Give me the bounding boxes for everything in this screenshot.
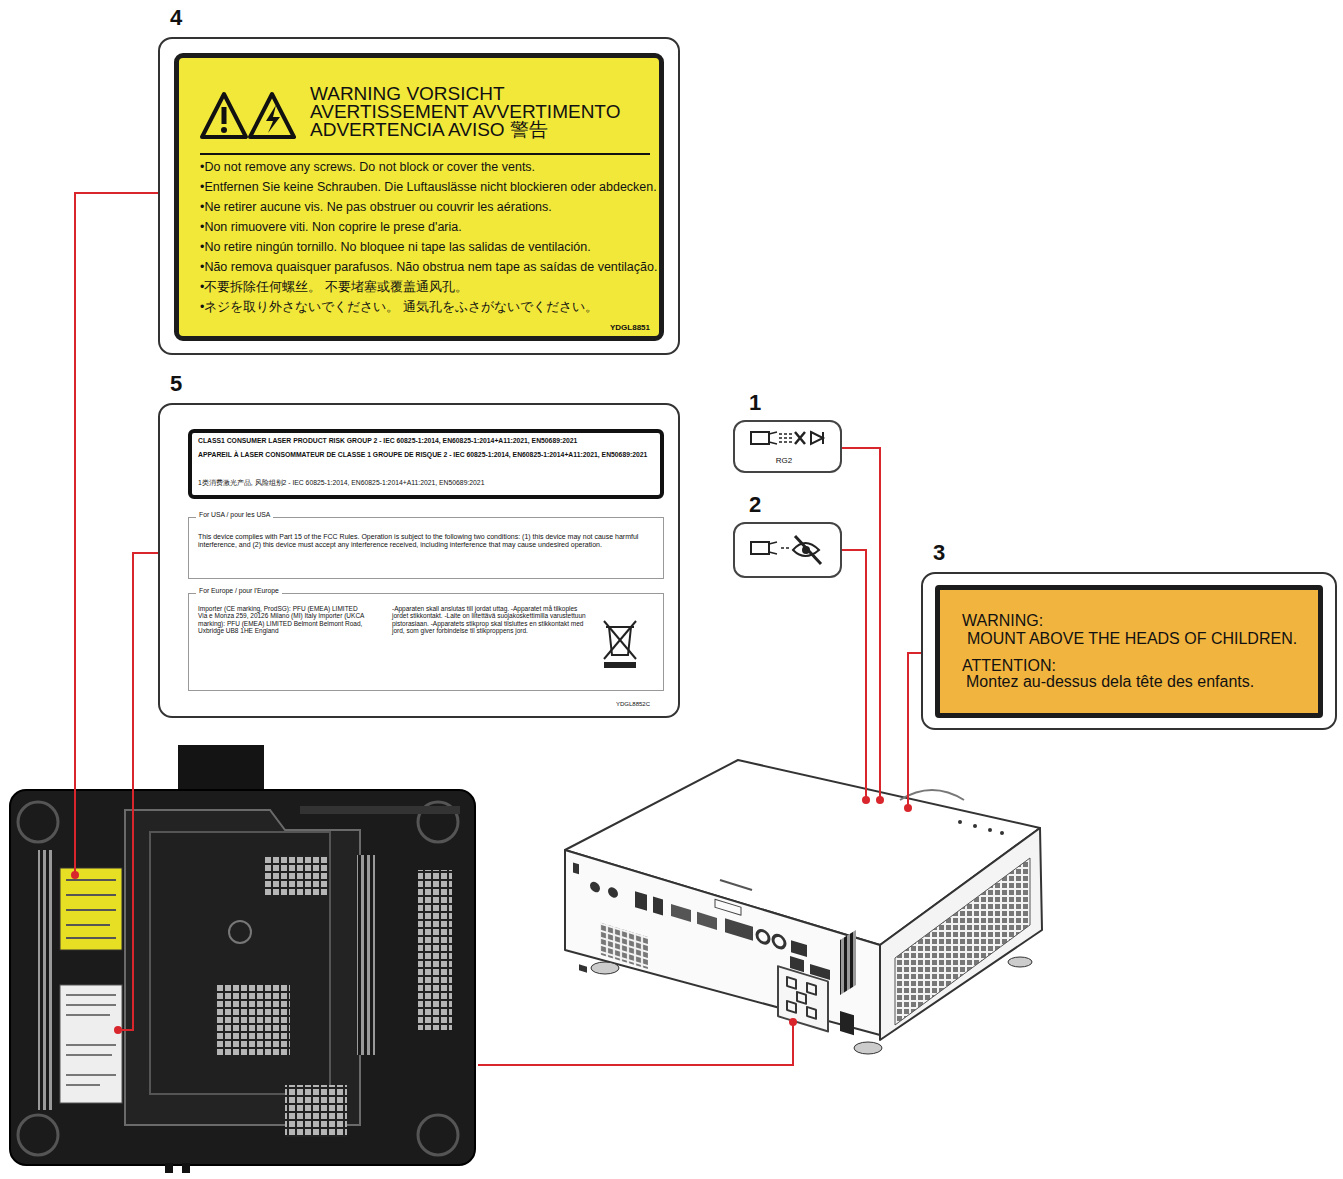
rule-line	[200, 153, 650, 155]
label-text: WARNING:	[962, 612, 1162, 630]
label-text: •不要拆除任何螺丝。 不要堵塞或覆盖通风孔。	[200, 280, 670, 294]
label-panel	[935, 585, 1323, 718]
label-text: •Ne retirer aucune vis. Ne pas obstruer …	[200, 200, 670, 214]
label-text: APPAREIL À LASER CONSOMMATEUR DE CLASSE …	[198, 451, 658, 459]
callout-number: 1	[749, 390, 779, 415]
warning-triangles	[200, 91, 300, 143]
label-text: ATTENTION:	[962, 657, 1162, 675]
projector-perspective	[565, 760, 1042, 1054]
laser-class-symbol-label: 1RG2	[733, 420, 842, 473]
label-text: 1类消费激光产品, 风险组别2 - IEC 60825-1:2014, EN60…	[198, 479, 658, 487]
label-text: •Do not remove any screws. Do not block …	[200, 160, 670, 174]
laser-emission-icon	[737, 424, 837, 454]
leader-dots	[71, 796, 912, 1034]
label-text: Importer (CE marking, ProdSG): PFU (EMEA…	[198, 605, 368, 635]
label-text: •ネジを取り外さないでください。 通気孔をふさがないでください。	[200, 300, 670, 314]
label-text: MOUNT ABOVE THE HEADS OF CHILDREN.	[967, 630, 1317, 648]
compliance-label: 5CLASS1 CONSUMER LASER PRODUCT RISK GROU…	[158, 403, 680, 718]
label-text: YDGL8852C	[590, 701, 650, 708]
label-text: WARNING VORSICHT AVERTISSEMENT AVVERTIME…	[310, 85, 640, 139]
label-text: •Não remova quaisquer parafusos. Não obs…	[200, 260, 670, 274]
label-text: For USA / pour les USA	[196, 511, 273, 519]
callout-number: 2	[749, 492, 779, 517]
label-text: •Entfernen Sie keine Schrauben. Die Luft…	[200, 180, 670, 194]
projector-underside	[10, 745, 475, 1173]
callout-number: 3	[933, 540, 963, 565]
mount-warning-label: 3WARNING:MOUNT ABOVE THE HEADS OF CHILDR…	[921, 572, 1337, 730]
label-text: CLASS1 CONSUMER LASER PRODUCT RISK GROUP…	[198, 437, 658, 445]
io-panel	[573, 856, 854, 1053]
label-text: YDGL8851	[580, 323, 650, 332]
callout-number: 4	[170, 5, 200, 30]
label-text: Montez au-dessus dela tête des enfants.	[966, 673, 1316, 691]
weee-symbol	[600, 617, 640, 669]
label-text: -Apparaten skall anslutas till jordat ut…	[392, 605, 592, 635]
warning-label: 4WARNING VORSICHT AVERTISSEMENT AVVERTIM…	[158, 37, 680, 355]
do-not-stare-label: 2	[733, 522, 842, 578]
label-text: •Non rimuovere viti. Non coprire le pres…	[200, 220, 670, 234]
label-text: •No retire ningún tornillo. No bloquee n…	[200, 240, 670, 254]
label-text: This device complies with Part 15 of the…	[198, 533, 658, 549]
label-text: For Europe / pour l'Europe	[196, 587, 282, 595]
label-text: RG2	[769, 456, 799, 465]
callout-number: 5	[170, 371, 200, 396]
no-stare-icon	[737, 530, 837, 570]
